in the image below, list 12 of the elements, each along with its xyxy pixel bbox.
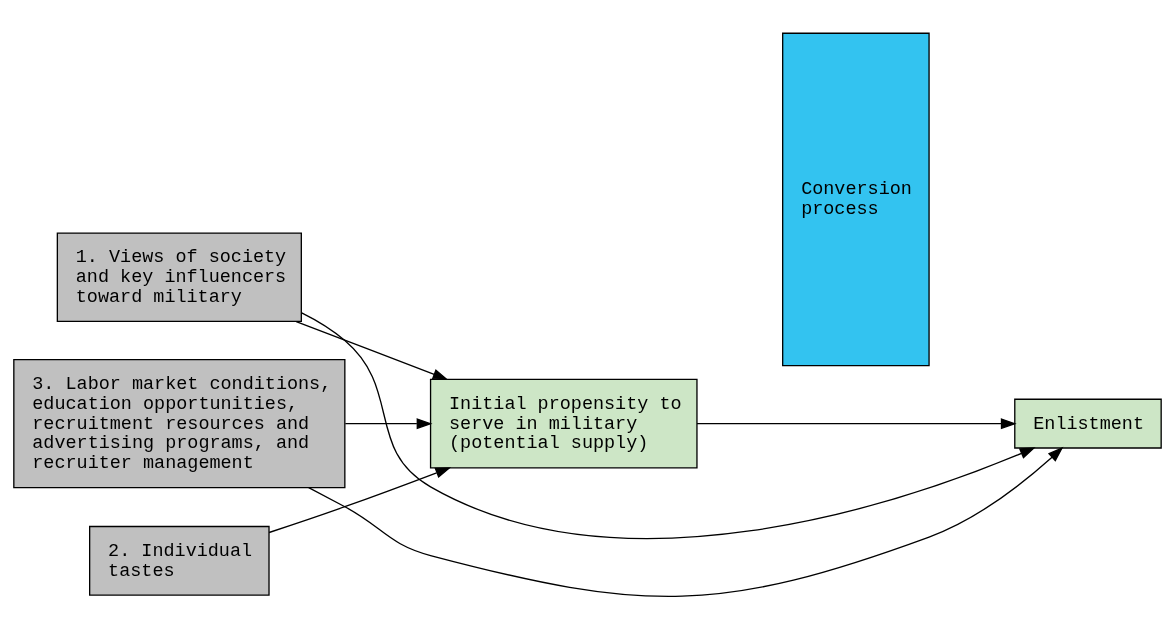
- node-box: 2. Individual tastes: [89, 525, 270, 596]
- arrow: [308, 446, 1064, 597]
- node-box: Enlistment: [1014, 398, 1162, 449]
- node-box: 1. Views of society and key influencers toward military: [56, 232, 302, 323]
- arrow: [696, 418, 1017, 430]
- node-box: Initial propensity to serve in military (potential supply): [429, 378, 698, 469]
- arrow: [344, 418, 433, 430]
- arrow: [268, 467, 452, 534]
- arrow: [295, 320, 449, 380]
- node-box: 3. Labor market conditions, education opportunities, recruitment resources and advertising programs, and recruiter management: [13, 359, 346, 489]
- arrow: [301, 312, 1036, 540]
- node-box: Conversion process: [782, 32, 930, 367]
